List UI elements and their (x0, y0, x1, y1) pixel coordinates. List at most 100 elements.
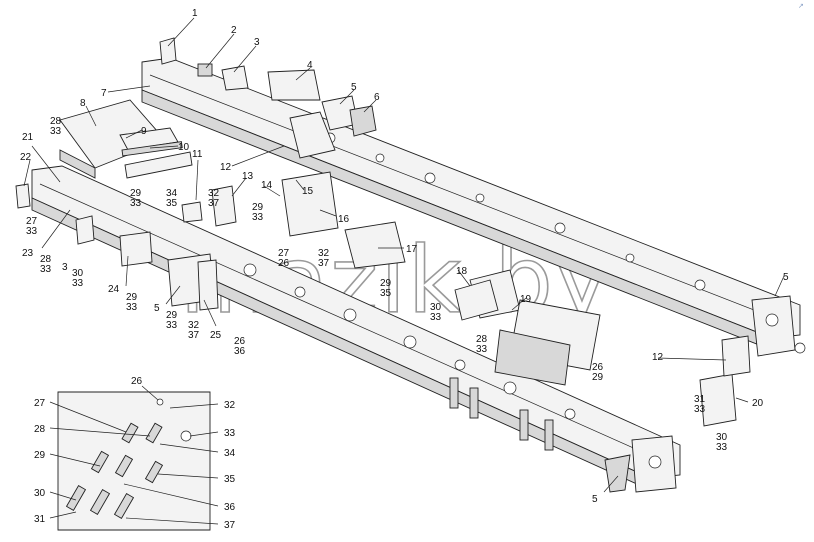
callout-17: 17 (406, 244, 418, 255)
fastener-label: 32 (188, 320, 200, 331)
inset-bolts (65, 398, 192, 520)
fastener-label-line: 35 (380, 288, 392, 299)
callout-24: 24 (108, 284, 120, 295)
fastener-label: 30 (716, 432, 728, 443)
fastener-label: 29 (380, 278, 392, 289)
fastener-label: 30 (430, 302, 442, 313)
fastener-label-line: 33 (26, 226, 38, 237)
fastener-label: 32 (318, 248, 330, 259)
fastener-label-line: 33 (126, 302, 138, 313)
fastener-label: 31 (694, 394, 706, 405)
fastener-label: 26 (592, 362, 604, 373)
corner-mark: ↗ (798, 3, 804, 10)
fastener-label-line: 33 (694, 404, 706, 415)
part-callouts: 1 2 3 4 5 6 7 8 9 10 11 12 13 14 15 16 1… (20, 8, 789, 505)
fastener-label: 29 (126, 292, 138, 303)
callout-3: 3 (254, 37, 260, 48)
fastener-label-line: 37 (208, 198, 220, 209)
fastener-label-line: 33 (40, 264, 52, 275)
inset-label-34: 34 (224, 448, 236, 459)
callout-4: 4 (307, 60, 313, 71)
callout-12: 12 (220, 162, 232, 173)
fastener-label: 27 (278, 248, 290, 259)
inset-label-31: 31 (34, 514, 46, 525)
inset-label-33: 33 (224, 428, 236, 439)
inset-leaders (49, 385, 219, 525)
fastener-label-line: 35 (166, 198, 178, 209)
callout-23: 23 (22, 248, 34, 259)
callout-6: 6 (374, 92, 380, 103)
inset-label-37: 37 (224, 520, 236, 531)
inset-label-35: 35 (224, 474, 236, 485)
inset-label-28: 28 (34, 424, 46, 435)
callout-15: 15 (302, 186, 314, 197)
callout-13: 13 (242, 171, 254, 182)
fastener-label: 28 (50, 116, 62, 127)
fastener-label: 30 (72, 268, 84, 279)
callout-25: 25 (210, 330, 222, 341)
callout-2: 2 (231, 25, 237, 36)
small-brackets (15, 37, 751, 427)
callout-5-rear: 5 (783, 272, 789, 283)
fastener-label: 29 (166, 310, 178, 321)
inset-label-27: 27 (34, 398, 46, 409)
callout-5: 5 (351, 82, 357, 93)
fastener-label-line: 29 (592, 372, 604, 383)
inset-label-26: 26 (131, 376, 143, 387)
callout-10: 10 (178, 142, 190, 153)
fastener-label-line: 37 (188, 330, 200, 341)
fastener-label-line: 33 (130, 198, 142, 209)
fastener-label-line: 37 (318, 258, 330, 269)
fastener-label-line: 33 (72, 278, 84, 289)
fastener-label-line: 33 (716, 442, 728, 453)
cross-members (289, 111, 601, 386)
front-bumper-crossmember (59, 99, 193, 179)
fastener-label-line: 33 (50, 126, 62, 137)
inset-label-29: 29 (34, 450, 46, 461)
fastener-label: 32 (208, 188, 220, 199)
callout-19: 19 (520, 294, 532, 305)
callout-5-mid: 5 (154, 303, 160, 314)
callout-5-front: 5 (592, 494, 598, 505)
callout-12-rear: 12 (652, 352, 664, 363)
fastener-label: 29 (130, 188, 142, 199)
fastener-label-line: 26 (278, 258, 290, 269)
fastener-label: 26 (234, 336, 246, 347)
fastener-label: 34 (166, 188, 178, 199)
leader-lines (23, 17, 785, 493)
fastener-label-line: 33 (166, 320, 178, 331)
fastener-label: 28 (40, 254, 52, 265)
callout-8: 8 (80, 98, 86, 109)
fastener-label: 27 (26, 216, 38, 227)
fastener-label: 29 (252, 202, 264, 213)
fastener-label-line: 36 (234, 346, 246, 357)
callout-21: 21 (22, 132, 34, 143)
callout-14: 14 (261, 180, 273, 191)
callout-22: 22 (20, 152, 32, 163)
callout-1: 1 (192, 8, 198, 19)
fastener-label-line: 33 (430, 312, 442, 323)
callout-16: 16 (338, 214, 350, 225)
fastener-inset: 26 27 28 29 30 31 32 33 34 35 36 37 (34, 376, 236, 531)
fastener-label-line: 33 (476, 344, 488, 355)
callout-7: 7 (101, 88, 107, 99)
